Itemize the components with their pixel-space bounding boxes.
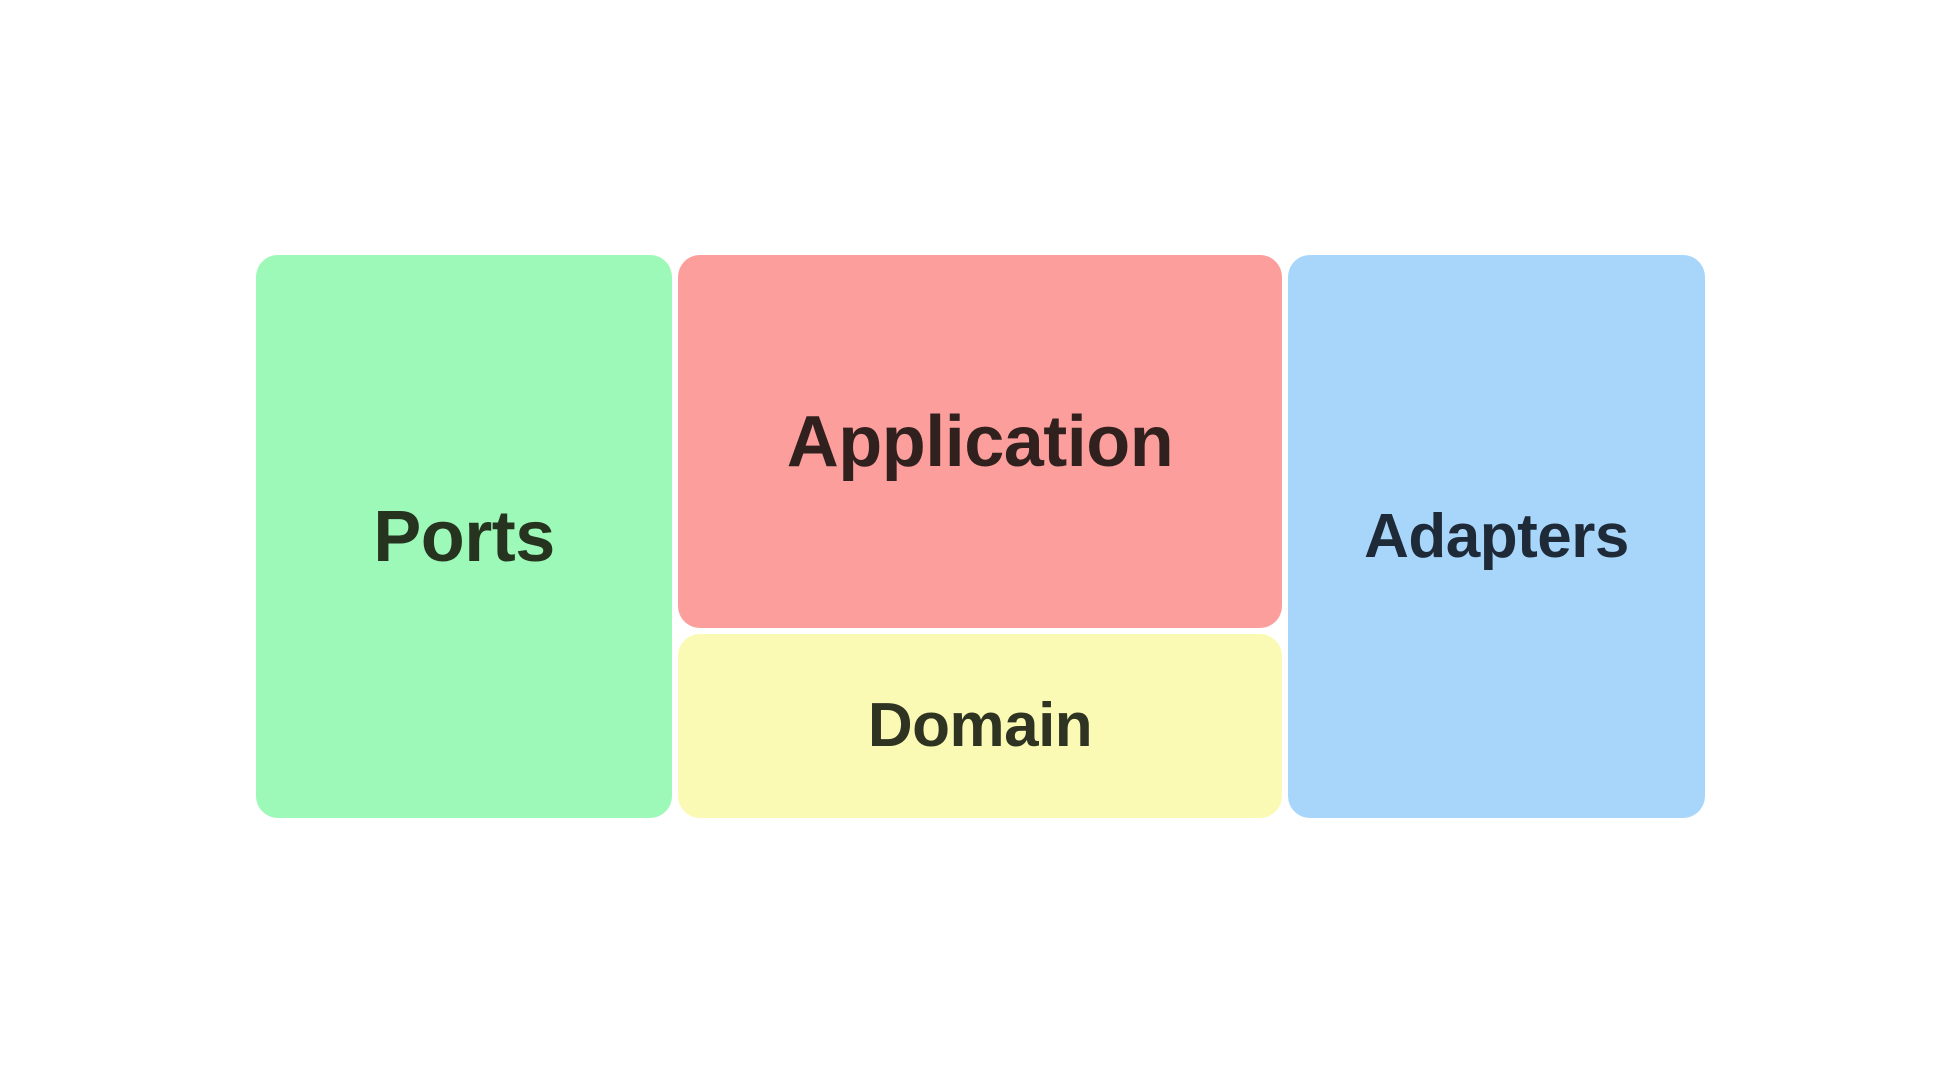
panel-domain[interactable]: Domain xyxy=(678,634,1282,818)
panel-application[interactable]: Application xyxy=(678,255,1282,628)
ports-column: Ports xyxy=(256,255,672,818)
panel-application-label: Application xyxy=(786,401,1174,482)
adapters-column: Adapters xyxy=(1288,255,1705,818)
panel-ports[interactable]: Ports xyxy=(256,255,672,818)
panel-domain-label: Domain xyxy=(867,691,1093,760)
layer-band: Ports Application Domain Adapters xyxy=(256,255,1705,818)
panel-adapters[interactable]: Adapters xyxy=(1288,255,1705,818)
panel-ports-label: Ports xyxy=(373,496,555,577)
core-column: Application Domain xyxy=(678,255,1282,818)
panel-adapters-label: Adapters xyxy=(1364,501,1629,571)
